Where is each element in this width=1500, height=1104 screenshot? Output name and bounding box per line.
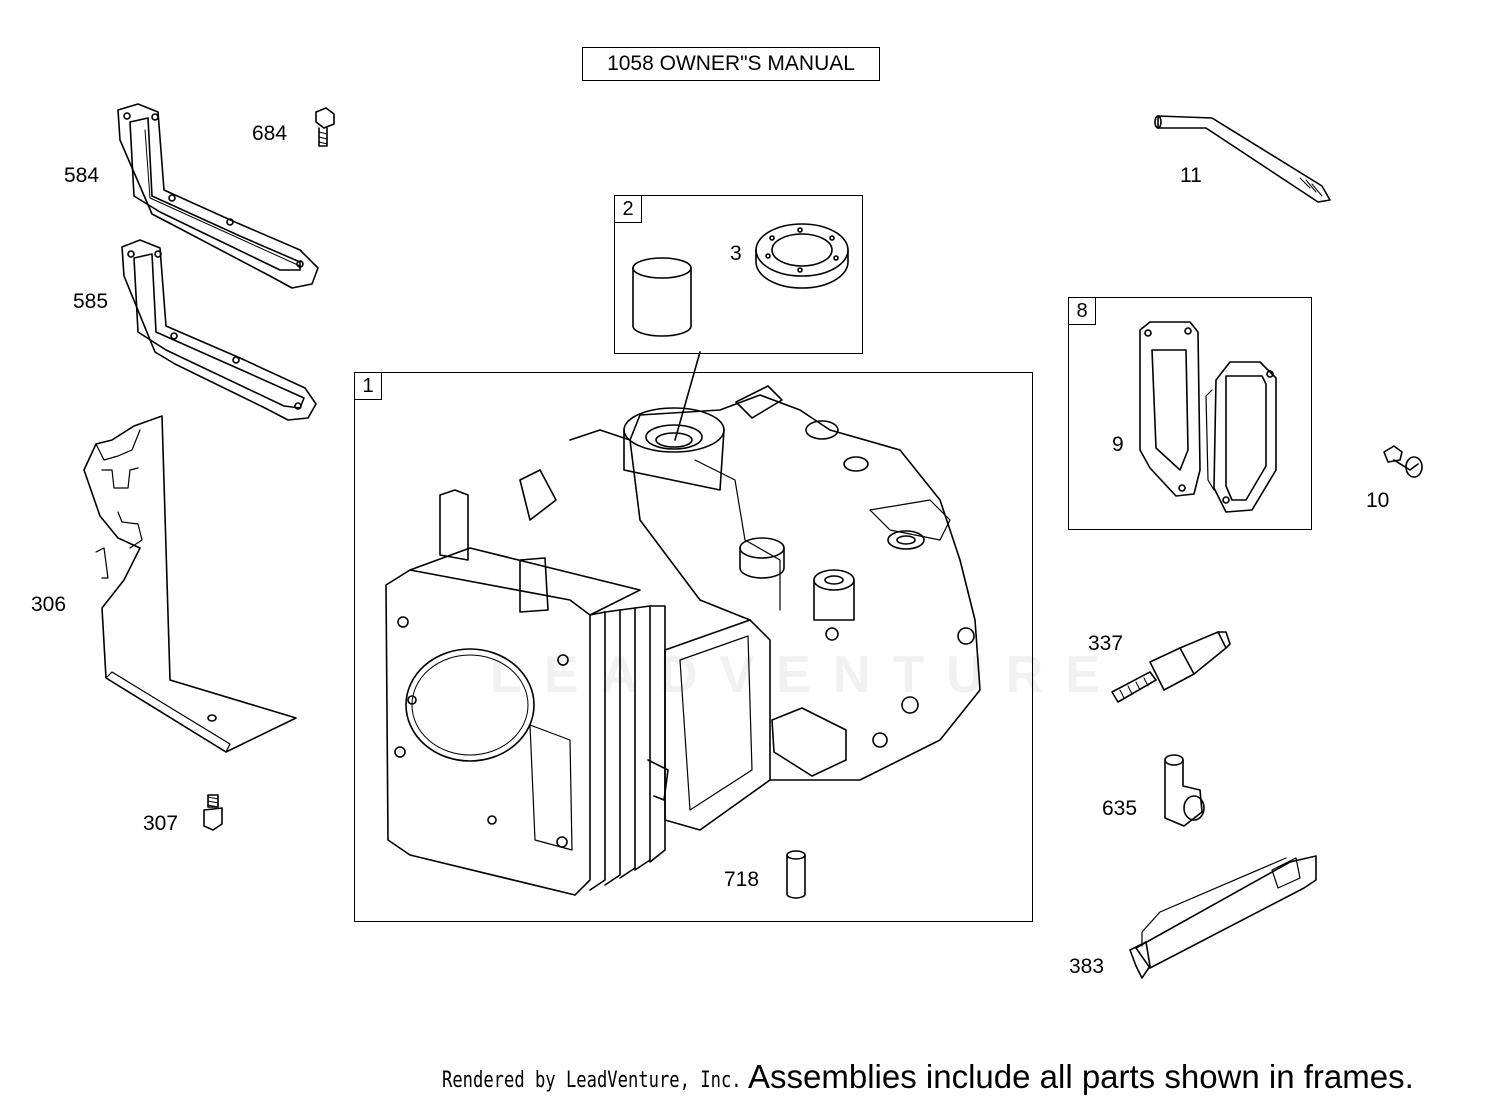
owners-manual-label: 1058 OWNER"S MANUAL [582,47,880,81]
callout-10: 10 [1366,489,1390,512]
frame-1: 1 [354,372,1033,922]
callout-307: 307 [143,812,179,835]
callout-11: 11 [1180,164,1202,187]
callout-635: 635 [1102,797,1138,820]
callout-585: 585 [73,290,109,313]
air-baffle-306-drawing [83,415,297,753]
assemblies-note: Assemblies include all parts shown in fr… [748,1058,1414,1095]
callout-684: 684 [252,122,288,145]
oil-seal-3-drawing [755,223,849,289]
dipstick-tube-11-drawing [1154,115,1331,203]
spark-plug-337-drawing [1111,631,1231,703]
tool-383-drawing [1129,855,1317,979]
callout-3: 3 [730,242,742,265]
rendered-by-credit: Rendered by LeadVenture, Inc. [442,1068,742,1093]
gasket-585-drawing [121,239,317,421]
elbow-fitting-635-drawing [1164,754,1205,827]
gasket-584-drawing [117,103,319,289]
gasket-9-drawing [1139,321,1201,497]
screw-307-drawing [203,794,223,831]
bushing-drawing [632,257,692,337]
breather-cover-drawing [1205,361,1277,513]
bolt-684-drawing [315,107,335,147]
callout-718: 718 [724,868,760,891]
callout-584: 584 [64,164,100,187]
callout-9: 9 [1112,433,1124,456]
callout-383: 383 [1069,955,1105,978]
watermark-text: LEADVENTURE [490,646,1123,704]
frame-1-tag: 1 [354,372,382,400]
screw-10-drawing [1383,445,1423,478]
callout-306: 306 [31,593,67,616]
frame-2: 2 [614,195,863,354]
callout-337: 337 [1088,632,1124,655]
frame-2-tag: 2 [614,195,642,223]
cylinder-assembly-drawing [385,385,981,896]
frame-8-tag: 8 [1068,297,1096,325]
dowel-pin-718-drawing [786,850,806,899]
frame-8: 8 [1068,297,1312,530]
